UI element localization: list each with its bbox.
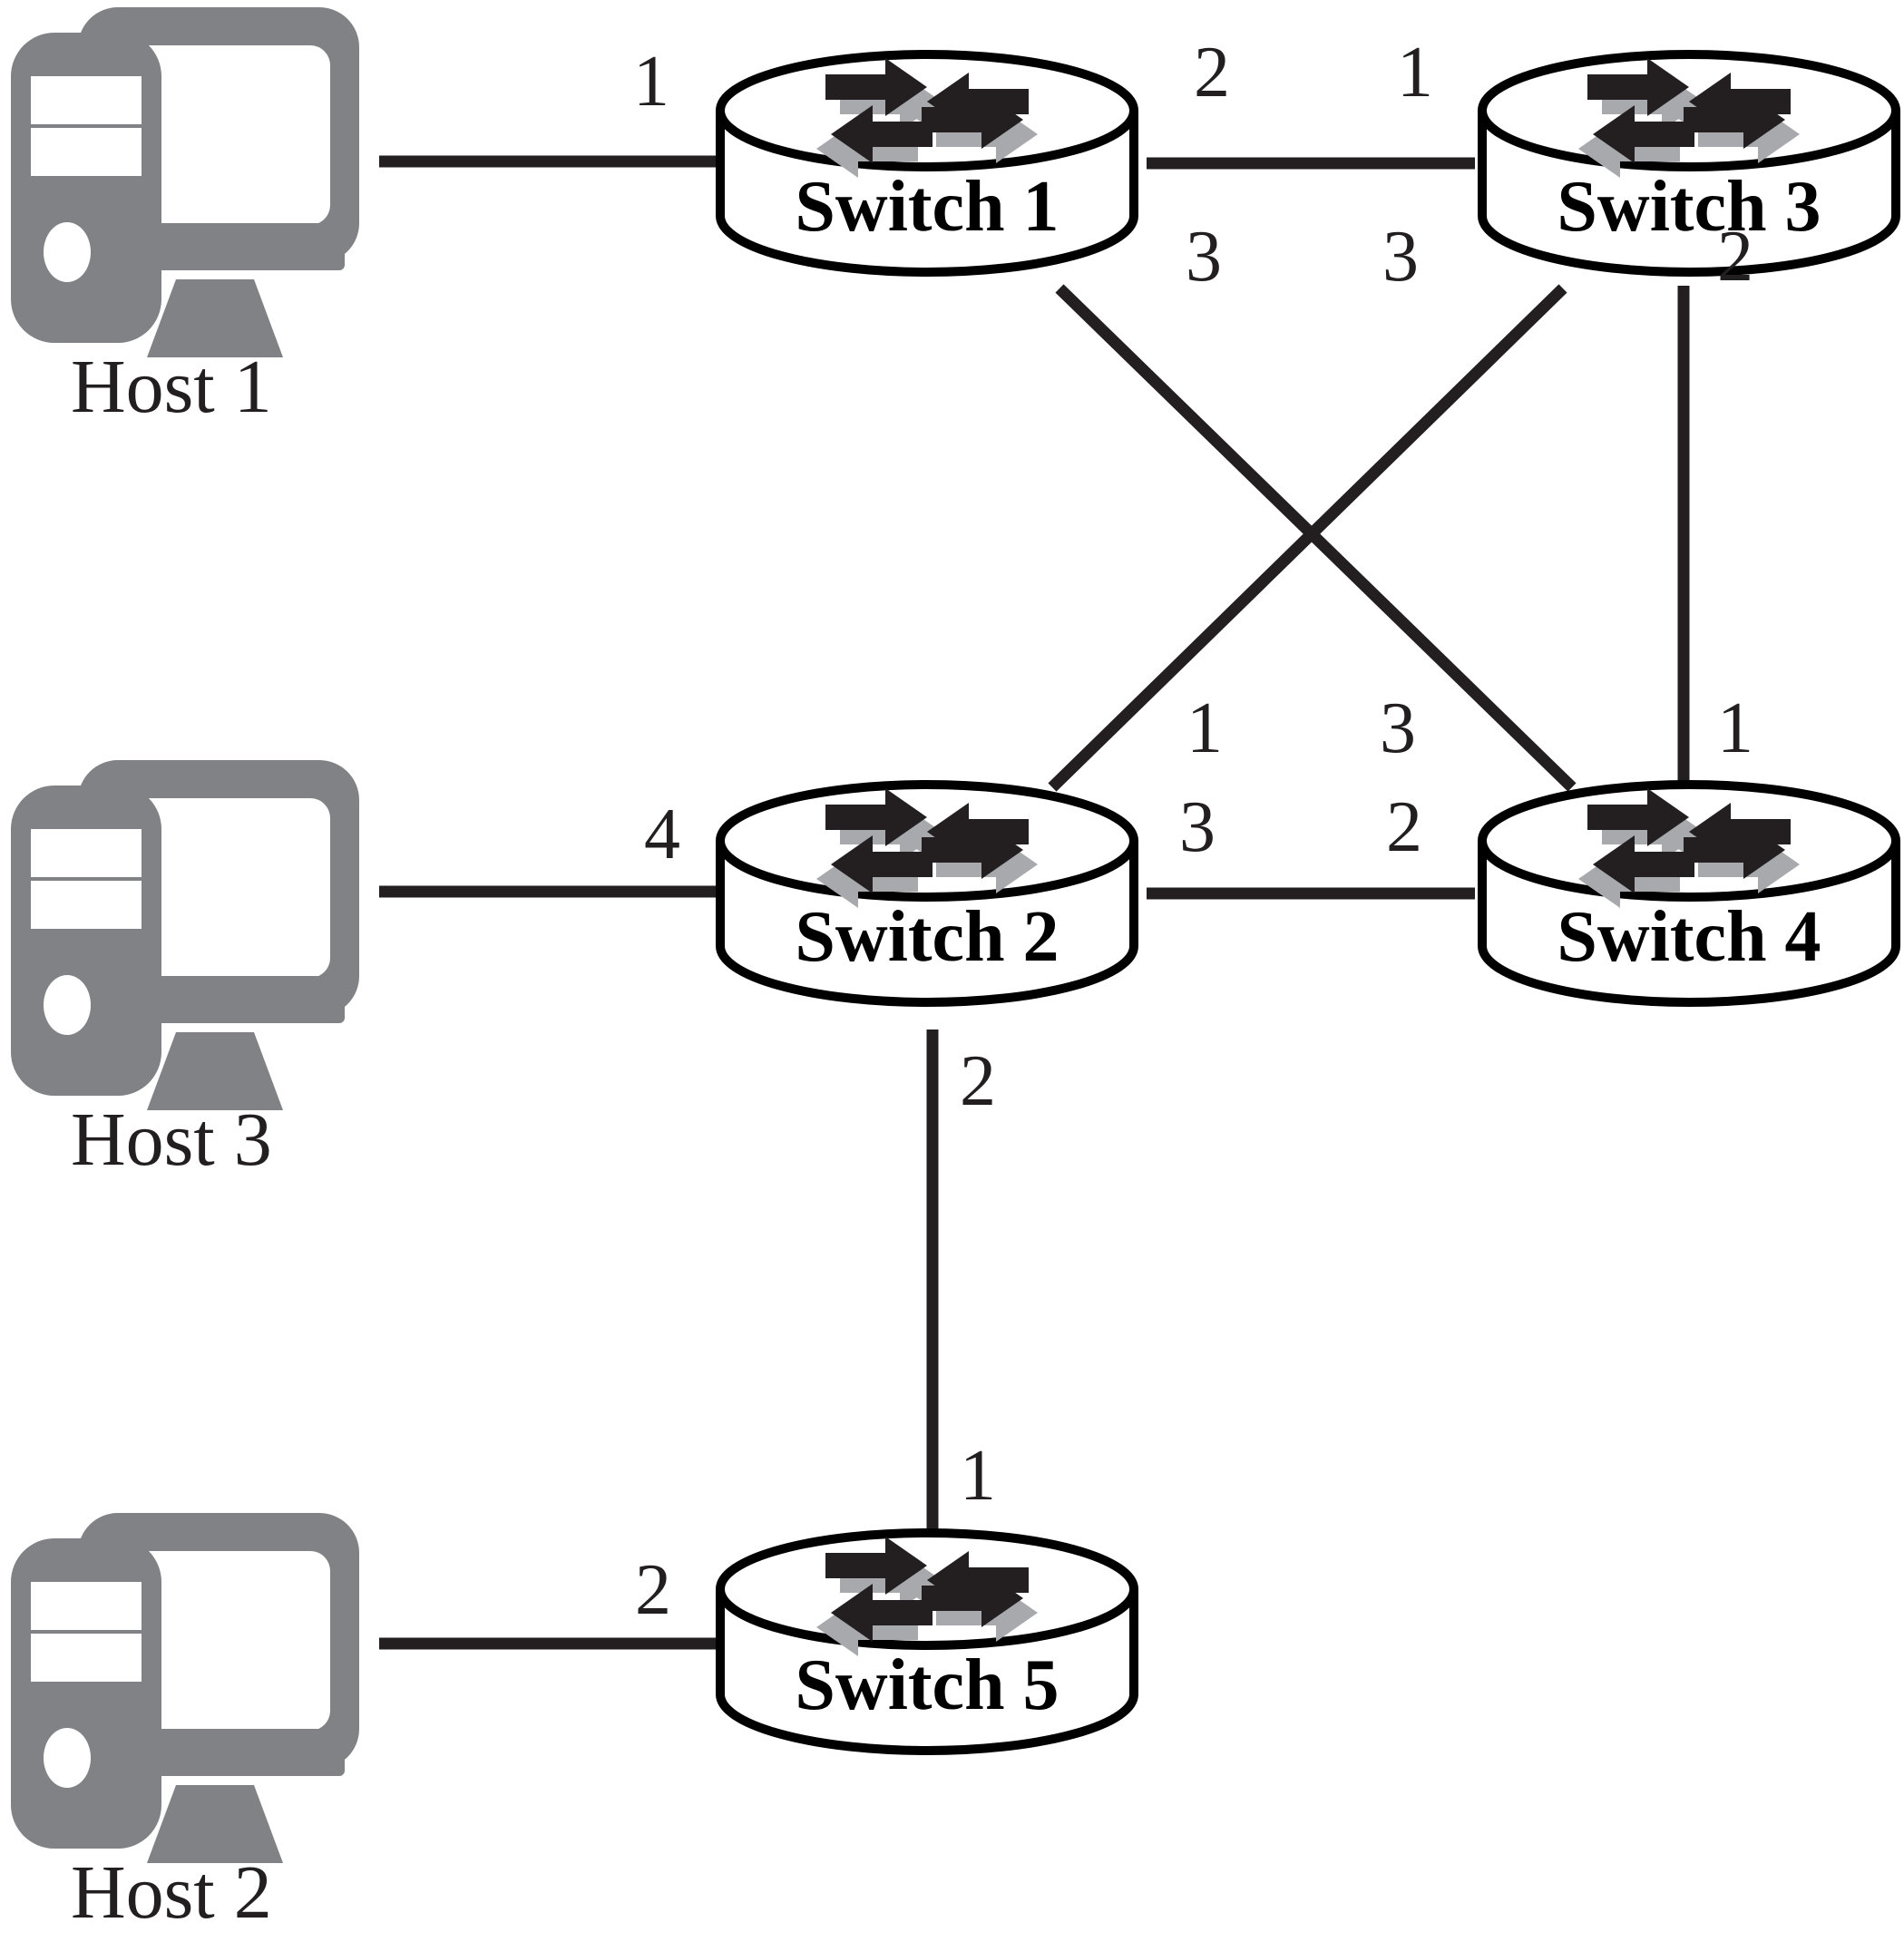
host-icon-host2 xyxy=(11,1513,359,1863)
port-label-switch5-switch2: 1 xyxy=(960,1436,996,1516)
port-label-host2-switch5: 2 xyxy=(635,1550,671,1630)
host-label-host2: Host 2 xyxy=(71,1850,272,1935)
switch-label-switch5: Switch 5 xyxy=(795,1645,1059,1725)
port-label-switch4-switch1: 3 xyxy=(1380,688,1416,768)
link-switch3-switch2 xyxy=(1048,284,1567,792)
port-label-switch2-switch3: 1 xyxy=(1186,688,1223,768)
port-label-host1-switch1: 1 xyxy=(633,42,669,122)
switch-label-switch4: Switch 4 xyxy=(1557,897,1821,977)
host-label-host3: Host 3 xyxy=(71,1098,272,1182)
port-label-switch3-switch1: 1 xyxy=(1397,33,1433,112)
switch-label-switch3: Switch 3 xyxy=(1557,167,1821,247)
port-label-switch1-switch3: 2 xyxy=(1194,33,1230,112)
switch-label-switch2: Switch 2 xyxy=(795,897,1059,977)
port-label-switch2-switch4: 3 xyxy=(1179,787,1216,867)
host-icon-host1 xyxy=(11,7,359,357)
switch-label-switch1: Switch 1 xyxy=(795,167,1059,247)
port-label-switch1-switch4: 3 xyxy=(1186,217,1222,297)
port-label-host3-switch2: 4 xyxy=(644,795,680,874)
port-label-switch2-switch5: 2 xyxy=(960,1041,996,1121)
host-label-host1: Host 1 xyxy=(71,345,272,429)
port-label-switch4-switch3: 1 xyxy=(1717,688,1753,768)
port-label-switch3-switch2: 3 xyxy=(1382,217,1419,297)
port-label-switch4-switch2: 2 xyxy=(1386,787,1422,867)
host-icon-host3 xyxy=(11,760,359,1110)
port-label-switch3-switch4: 2 xyxy=(1717,217,1753,297)
